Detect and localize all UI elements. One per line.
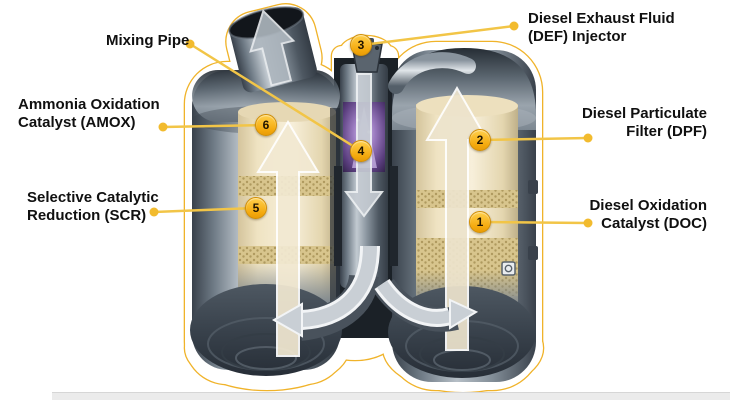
heat-shield <box>334 166 342 266</box>
leader-line-dpf <box>479 136 589 142</box>
callout-dots <box>149 21 593 228</box>
label-line: (DEF) Injector <box>528 28 627 45</box>
leader-line-scr <box>153 206 257 214</box>
doc-dpf-canister <box>388 48 538 382</box>
heat-shield <box>390 166 398 266</box>
latch-detail <box>501 261 516 276</box>
leader-line-def-injector <box>361 24 515 47</box>
marker-2-dpf: 2 <box>469 129 491 151</box>
label-line: Ammonia Oxidation <box>18 96 160 113</box>
label-dpf: Diesel Particulate Filter (DPF) <box>582 105 707 141</box>
label-line: Diesel Exhaust Fluid <box>528 10 675 27</box>
marker-5-scr: 5 <box>245 197 267 219</box>
label-line: Selective Catalytic <box>27 189 159 206</box>
marker-4-mixing-pipe: 4 <box>350 140 372 162</box>
label-line: Mixing Pipe <box>106 32 190 49</box>
sweep-arrowhead-right <box>449 298 479 330</box>
label-def-injector: Diesel Exhaust Fluid (DEF) Injector <box>528 10 675 46</box>
label-line: Filter (DPF) <box>626 123 707 140</box>
crossover-pipe <box>388 52 476 94</box>
label-line: Catalyst (AMOX) <box>18 114 136 131</box>
label-line: Reduction (SCR) <box>27 207 147 224</box>
label-scr: Selective Catalytic Reduction (SCR) <box>27 189 159 225</box>
marker-6-amox: 6 <box>255 114 277 136</box>
floor-strip <box>52 392 730 400</box>
left-end-cap <box>190 284 342 376</box>
label-line: Diesel Particulate <box>581 105 707 122</box>
leader-line-mixing-pipe <box>189 42 362 153</box>
sweep-arrowhead-left <box>271 302 303 338</box>
label-line: Diesel Oxidation <box>589 197 707 214</box>
outlet-pipe <box>228 6 317 93</box>
leader-line-doc <box>479 220 589 225</box>
leader-line-amox <box>162 123 267 129</box>
label-doc: Diesel Oxidation Catalyst (DOC) <box>589 197 707 233</box>
marker-1-doc: 1 <box>469 211 491 233</box>
label-amox: Ammonia Oxidation Catalyst (AMOX) <box>18 96 160 132</box>
flow-arrow-outlet <box>249 9 296 87</box>
flow-sweep-arrows <box>271 245 479 338</box>
clamp <box>528 246 538 260</box>
clamp <box>528 180 538 194</box>
label-line: Catalyst (DOC) <box>601 215 707 232</box>
callout-lines <box>153 24 589 225</box>
marker-3-def-injector: 3 <box>350 34 372 56</box>
label-mixing-pipe: Mixing Pipe <box>106 32 189 50</box>
